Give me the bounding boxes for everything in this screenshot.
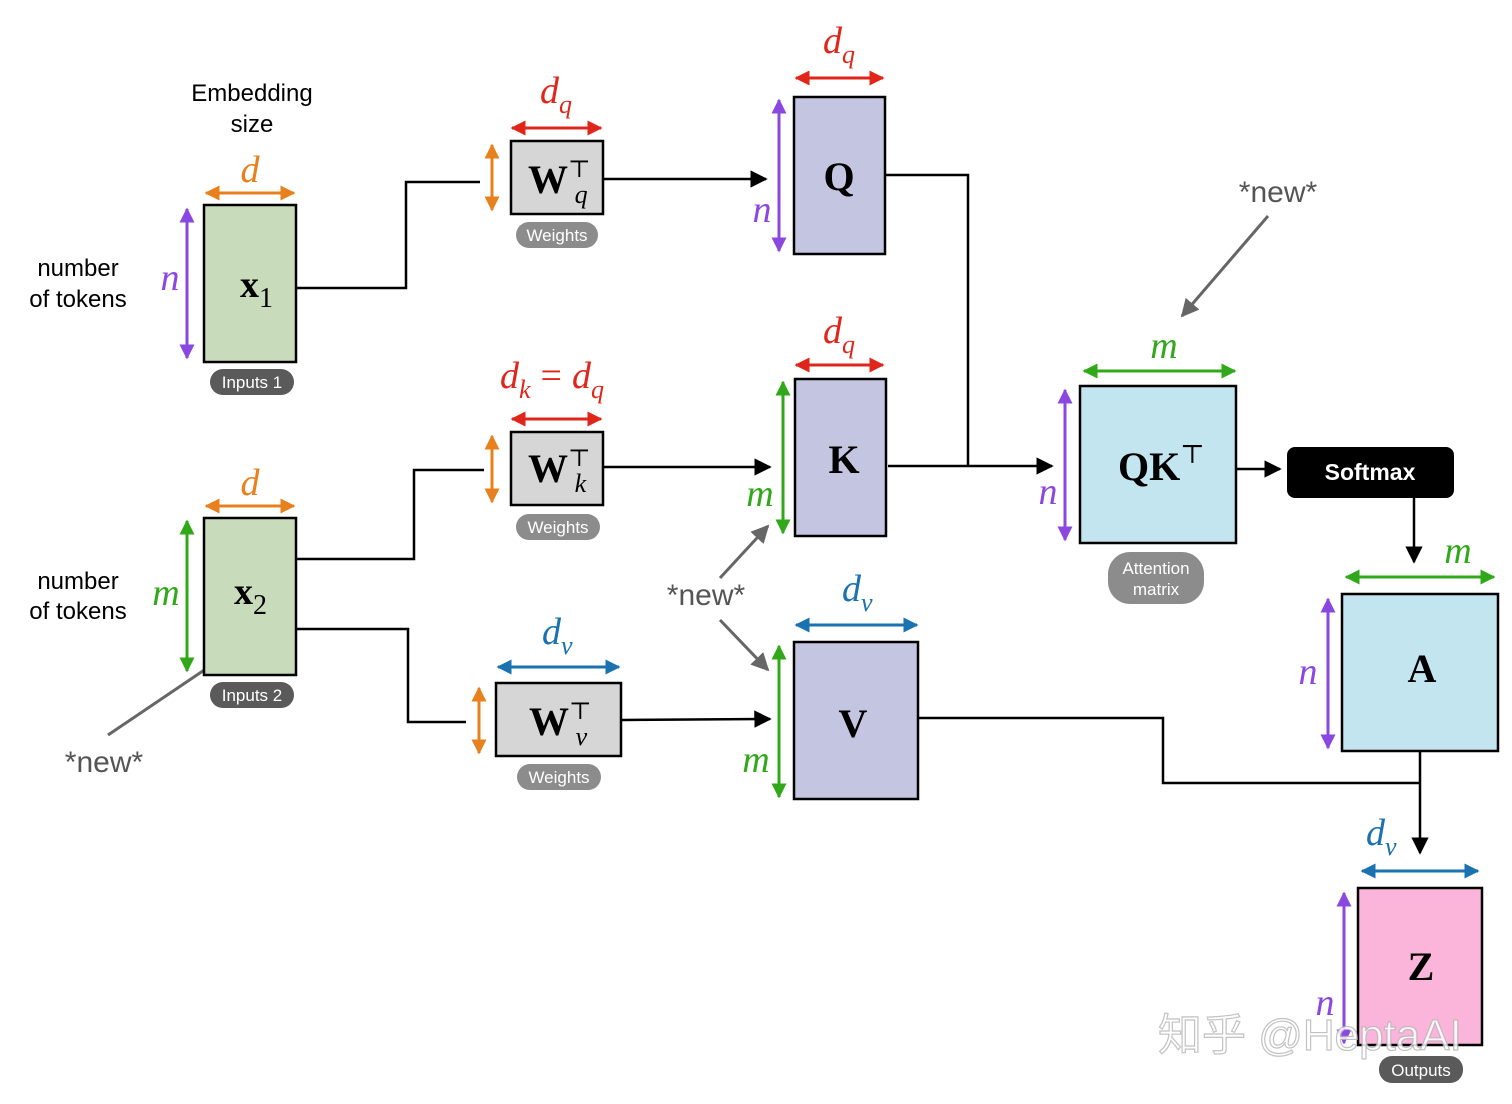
- new-arrow-to-qk: [1180, 215, 1270, 318]
- new-label-x2: *new*: [65, 746, 144, 779]
- dimension-labels: d n d m dq dk=dq dv dq n dq m dv m m n m…: [152, 20, 1471, 1024]
- side-labels: Embedding size number of tokens number o…: [29, 80, 312, 625]
- attention-matrix-badge-line2: matrix: [1133, 580, 1180, 599]
- dim-label-wk-eq: dk=dq: [500, 355, 604, 404]
- qk-label: QK⊤: [1118, 440, 1205, 489]
- badges: Inputs 1 Inputs 2 Weights Weights Weight…: [210, 222, 1463, 1083]
- q-block: [792, 95, 887, 256]
- tokens2-label-line2: of tokens: [29, 598, 126, 625]
- v-block: [792, 640, 920, 801]
- dim-label-qk-m: m: [1150, 325, 1177, 367]
- wv-label: W⊤v: [529, 699, 592, 751]
- dim-label-a-m: m: [1444, 530, 1471, 572]
- dim-label-k-m: m: [746, 473, 773, 515]
- new-arrow-to-k: [718, 524, 770, 580]
- dim-label-q-n: n: [753, 189, 772, 231]
- connector-q-to-qk: [886, 173, 970, 465]
- tokens1-label-line1: number: [37, 255, 118, 282]
- dim-label-x2-m: m: [152, 572, 179, 614]
- z-block: [1356, 886, 1484, 1047]
- connectors: [296, 170, 1429, 855]
- inputs2-badge-text: Inputs 2: [222, 686, 283, 705]
- wk-badge-text: Weights: [527, 518, 588, 537]
- connector-x2-to-wk: [296, 468, 484, 561]
- dim-label-z-n: n: [1316, 982, 1335, 1024]
- v-label: V: [839, 701, 868, 746]
- dimension-arrows: [179, 70, 1496, 1045]
- new-labels: *new* *new* *new*: [65, 176, 1318, 779]
- attention-matrix-badge: [1108, 552, 1204, 604]
- watermark: 知乎 @HeptaAI: [1158, 1011, 1462, 1060]
- dim-label-wv-dv: dv: [542, 611, 573, 660]
- connector-x1-to-wq: [296, 180, 480, 290]
- dim-label-k-dq: dq: [823, 310, 855, 359]
- wk-label: W⊤k: [528, 446, 591, 498]
- wv-badge-text: Weights: [528, 768, 589, 787]
- embedding-size-label-line2: size: [231, 111, 274, 138]
- dim-label-x2-d: d: [241, 462, 261, 504]
- dim-label-q-dq: dq: [823, 20, 855, 69]
- wq-badge-text: Weights: [526, 226, 587, 245]
- a-label: A: [1408, 646, 1437, 691]
- tokens2-label-line1: number: [37, 568, 118, 595]
- wk-block: [509, 430, 605, 507]
- outputs-badge: [1379, 1056, 1463, 1083]
- q-label: Q: [823, 154, 854, 199]
- z-label: Z: [1408, 944, 1435, 989]
- attention-matrix-badge-line1: Attention: [1122, 559, 1189, 578]
- wq-block: [509, 139, 605, 216]
- x2-block: [202, 516, 298, 677]
- connector-wv-to-v: [621, 710, 772, 728]
- k-label: K: [828, 437, 859, 482]
- dim-label-x1-d: d: [241, 149, 261, 191]
- dim-label-v-m: m: [742, 739, 769, 781]
- qk-block: [1078, 384, 1238, 545]
- embedding-size-label-line1: Embedding: [191, 80, 312, 107]
- dim-label-a-n: n: [1299, 651, 1318, 693]
- dim-label-wq-dq: dq: [540, 70, 572, 119]
- softmax-box: [1287, 447, 1454, 498]
- wv-badge: [517, 764, 601, 790]
- k-block: [793, 377, 888, 538]
- new-label-kv: *new*: [667, 579, 746, 612]
- wk-badge: [516, 514, 600, 540]
- dim-label-z-dv: dv: [1366, 812, 1397, 861]
- dim-label-qk-n: n: [1039, 471, 1058, 513]
- new-label-qk: *new*: [1239, 176, 1318, 209]
- wq-label: W⊤q: [528, 157, 591, 209]
- connector-v-to-z: [918, 716, 1420, 785]
- connector-x2-to-wv: [296, 627, 466, 724]
- dim-label-v-dv: dv: [842, 568, 873, 617]
- a-block: [1340, 592, 1500, 753]
- dim-label-x1-n: n: [161, 257, 180, 299]
- wq-badge: [516, 222, 598, 248]
- tokens1-label-line2: of tokens: [29, 286, 126, 313]
- new-arrow-to-v: [718, 618, 770, 672]
- inputs1-badge: [210, 369, 294, 395]
- x2-label: x2: [234, 571, 267, 621]
- softmax-label: Softmax: [1325, 459, 1416, 485]
- x1-block: [202, 203, 298, 364]
- outputs-badge-text: Outputs: [1391, 1061, 1451, 1080]
- inputs2-badge: [210, 682, 294, 708]
- wv-block: [494, 681, 623, 758]
- x1-label: x1: [240, 264, 273, 314]
- inputs1-badge-text: Inputs 1: [222, 373, 283, 392]
